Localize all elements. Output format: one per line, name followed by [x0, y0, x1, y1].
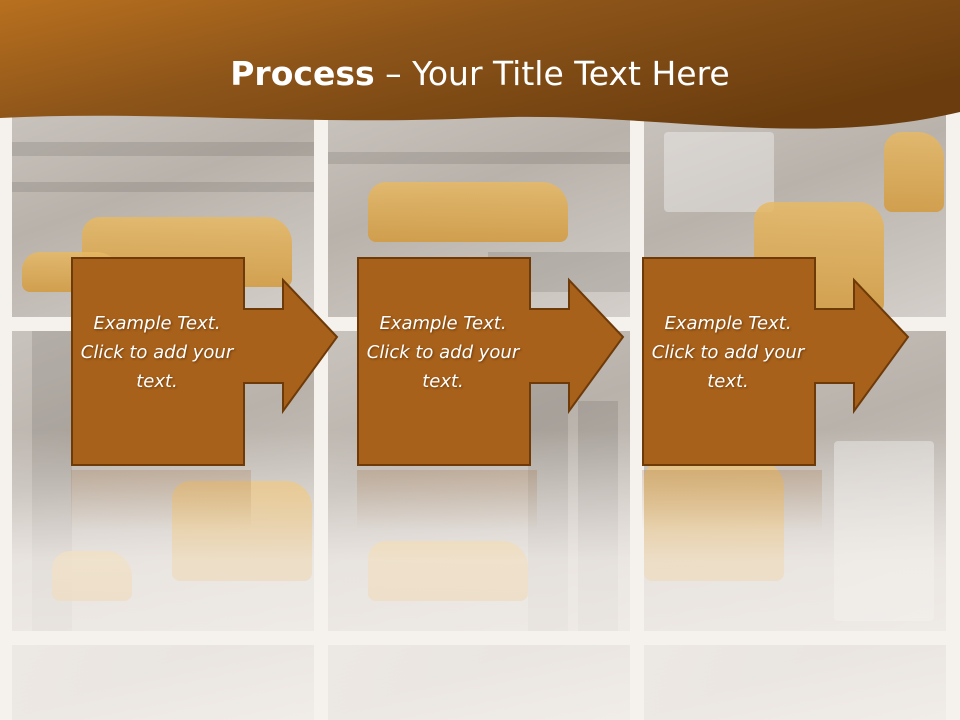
process-step-1[interactable]: Example Text. Click to add your text. [71, 257, 341, 467]
title-banner: Process – Your Title Text Here [0, 0, 960, 135]
step-text[interactable]: Example Text. Click to add your text. [80, 313, 234, 392]
slide-title-bold: Process [230, 54, 375, 93]
step-reflection [357, 470, 537, 530]
process-step-2[interactable]: Example Text. Click to add your text. [357, 257, 627, 467]
title-banner-shape [0, 0, 960, 129]
process-step-3[interactable]: Example Text. Click to add your text. [642, 257, 912, 467]
slide-title-rest: – Your Title Text Here [374, 54, 730, 93]
step-reflection [642, 470, 822, 530]
step-reflection [71, 470, 251, 530]
step-arrow-shape [642, 257, 910, 466]
slide-title[interactable]: Process – Your Title Text Here [0, 52, 960, 96]
step-arrow-shape [71, 257, 339, 466]
step-arrow-shape [357, 257, 625, 466]
step-text[interactable]: Example Text. Click to add your text. [651, 313, 805, 392]
step-text[interactable]: Example Text. Click to add your text. [366, 313, 520, 392]
background-fade [0, 430, 960, 720]
